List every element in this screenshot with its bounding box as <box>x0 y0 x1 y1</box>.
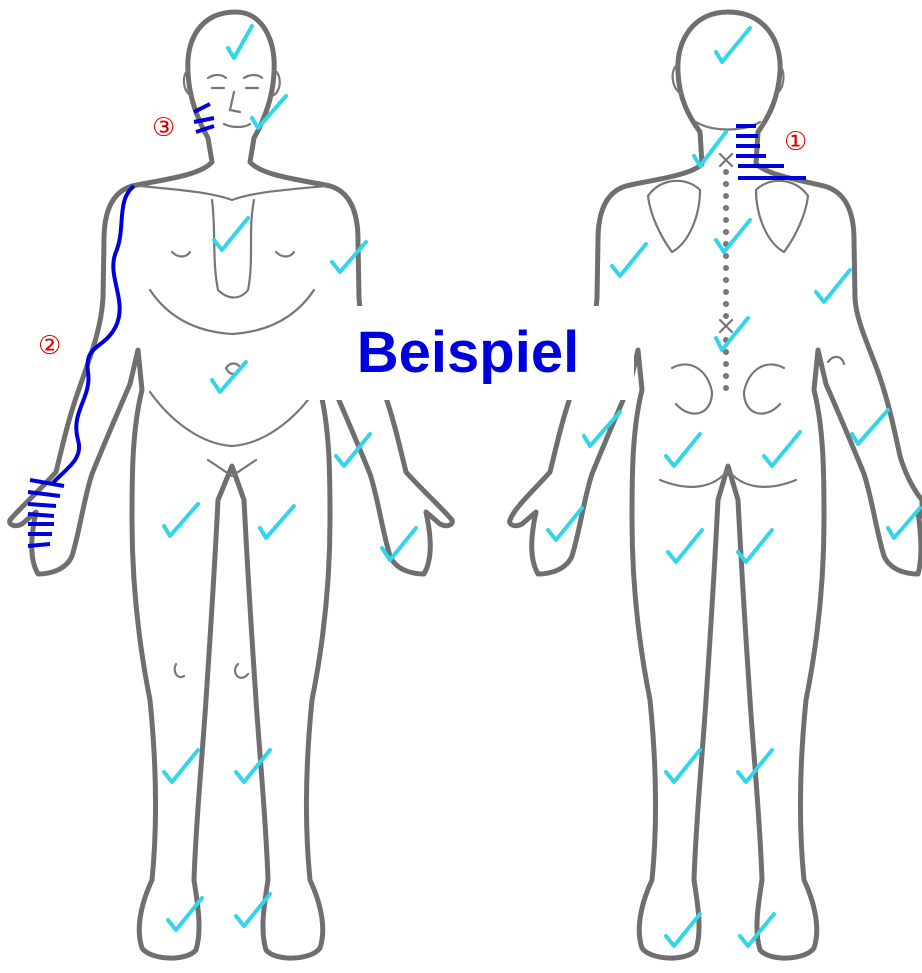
front-figure <box>10 12 453 958</box>
watermark-text: Beispiel <box>302 318 634 388</box>
marker-3: ③ <box>152 113 175 143</box>
watermark-box: Beispiel <box>302 306 634 400</box>
marker-2: ② <box>38 331 61 361</box>
marker-1: ① <box>784 127 807 157</box>
back-figure <box>510 12 922 958</box>
front-body-outline <box>10 12 453 958</box>
back-body-outline <box>510 12 922 958</box>
